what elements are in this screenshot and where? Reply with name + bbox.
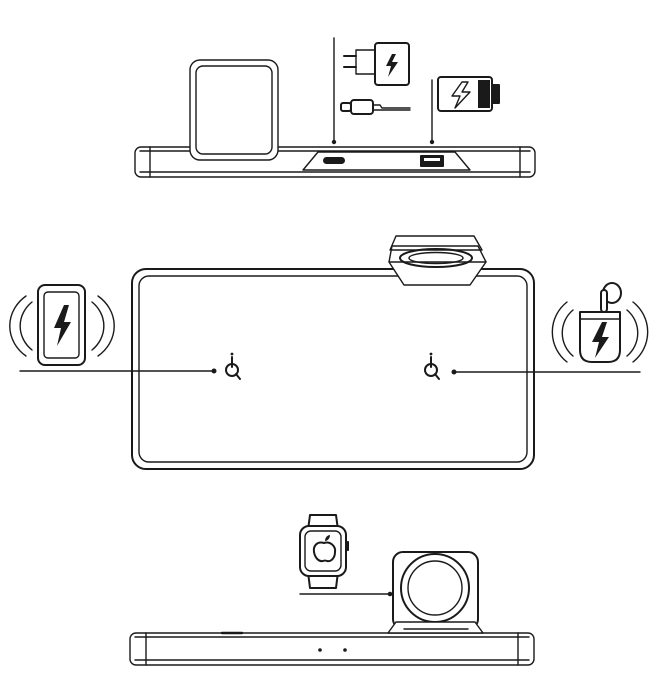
apple-watch-icon <box>299 514 349 589</box>
qi-logo-icon <box>424 352 440 380</box>
phone-wireless-charging-icon <box>9 284 115 366</box>
qi-logo-icon <box>225 352 241 380</box>
charger-base-side <box>129 631 535 666</box>
charging-pad-top <box>131 268 535 470</box>
side-view-watch-charger <box>129 514 535 666</box>
charger-base-side <box>134 146 536 178</box>
usb-c-port <box>323 157 345 164</box>
usb-c-cable-icon <box>340 99 411 115</box>
usb-a-port <box>420 155 444 167</box>
watch-charger-top <box>388 235 487 286</box>
watch-charger-side <box>387 551 484 634</box>
battery-charging-icon <box>437 76 500 112</box>
earbuds-case-charging-icon <box>551 282 649 363</box>
side-view-ports <box>134 37 536 178</box>
phone-stand <box>189 59 279 161</box>
top-view-charging-pads <box>9 235 649 470</box>
wall-adapter-icon <box>343 42 410 86</box>
